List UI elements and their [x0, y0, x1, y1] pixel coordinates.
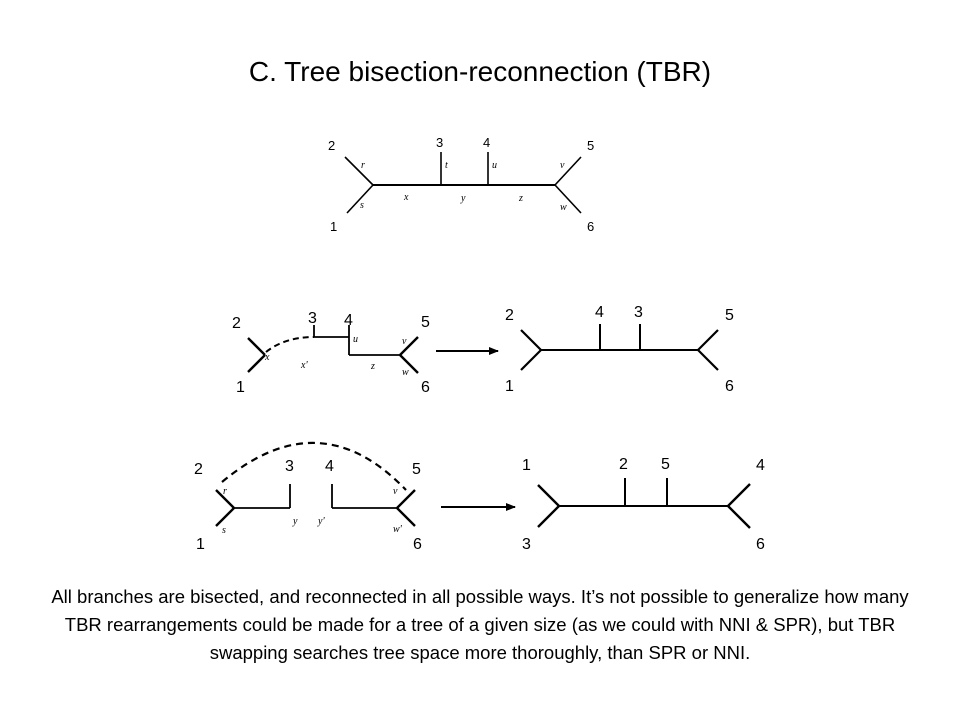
branch-label: z [370, 361, 375, 372]
branch-label: x' [300, 360, 308, 371]
tip-label: 2 [328, 138, 335, 153]
branch-label: u [353, 334, 358, 345]
tip-label: 3 [522, 536, 531, 553]
branch-label: y [292, 516, 298, 527]
tip-label: 2 [619, 456, 628, 473]
branch-line-1 [520, 349, 542, 371]
branch-label: x [264, 352, 270, 363]
move1-left-labels: 2 1 3 4 5 6 x u v x' z w [232, 310, 430, 396]
move2-bisected-tree [215, 441, 416, 527]
branch-label: t [445, 160, 448, 171]
move2-right-labels: 1 2 5 4 3 6 [522, 456, 765, 553]
move1-result-tree [520, 324, 719, 371]
branch-line-v [399, 336, 419, 356]
tip-label: 4 [325, 458, 334, 475]
tip-label: 6 [421, 379, 430, 396]
branch-line-5 [697, 329, 719, 351]
move2-left-labels: 2 3 4 5 1 6 r v s y y' w' [194, 458, 422, 553]
branch-line-left-up [247, 337, 266, 356]
branch-label: r [223, 486, 227, 497]
tip-label: 2 [505, 307, 514, 324]
branch-line-s [346, 184, 374, 214]
branch-line-2 [520, 329, 542, 351]
tip-label: 4 [344, 312, 353, 329]
tip-label: 2 [232, 315, 241, 332]
branch-line-6 [697, 349, 719, 371]
branch-label: r [361, 160, 365, 171]
branch-line-w [399, 354, 419, 374]
move2-result-tree [537, 478, 751, 529]
branch-line-left-down [247, 354, 266, 373]
branch-line-6 [396, 507, 416, 527]
branch-line-6 [727, 505, 751, 529]
tip-label: 5 [421, 314, 430, 331]
tip-label: 4 [756, 457, 765, 474]
branch-line-v [554, 156, 582, 186]
tip-label: 6 [413, 536, 422, 553]
slide-title: C. Tree bisection-reconnection (TBR) [248, 56, 712, 87]
branch-label: z [518, 193, 523, 204]
branch-line-2 [215, 489, 235, 509]
reconnection-dashed-curve [221, 441, 407, 491]
branch-label: y [460, 193, 466, 204]
branch-label: v [402, 336, 407, 347]
move1-bisected-tree [247, 325, 419, 374]
tip-label: 4 [595, 304, 604, 321]
caption-text: All branches are bisected, and reconnect… [51, 586, 909, 663]
tip-label: 1 [330, 219, 337, 234]
tip-label: 3 [308, 310, 317, 327]
branch-line-r [344, 156, 374, 186]
move1-right-labels: 2 4 3 5 1 6 [505, 304, 734, 395]
tip-label: 6 [587, 219, 594, 234]
tip-label: 5 [587, 138, 594, 153]
tip-label: 2 [194, 461, 203, 478]
branch-label: v [560, 160, 565, 171]
branch-label: s [360, 200, 364, 211]
branch-line-5 [396, 489, 416, 509]
branch-line-1 [215, 507, 235, 527]
branch-line-4 [727, 483, 751, 507]
tip-label: 6 [756, 536, 765, 553]
tip-label: 1 [505, 378, 514, 395]
tip-label: 1 [196, 536, 205, 553]
branch-line-3 [537, 505, 560, 528]
tip-label: 5 [725, 307, 734, 324]
branch-label: y' [317, 516, 325, 527]
branch-line-w [554, 184, 582, 214]
tip-label: 3 [634, 304, 643, 321]
branch-label: x [403, 192, 409, 203]
tip-label: 4 [483, 135, 490, 150]
tip-label: 3 [285, 458, 294, 475]
branch-label: s [222, 525, 226, 536]
branch-label: v [393, 486, 398, 497]
tip-label: 5 [661, 456, 670, 473]
tip-label: 1 [236, 379, 245, 396]
tree-original [344, 152, 582, 214]
tip-label: 5 [412, 461, 421, 478]
reconnection-dashed-curve [265, 336, 315, 353]
branch-label: w [402, 367, 409, 378]
tree-original-labels: 2 1 3 4 5 6 r s t u v w x y z [328, 135, 594, 234]
branch-line-1 [537, 484, 560, 507]
branch-label: w [560, 202, 567, 213]
tip-label: 3 [436, 135, 443, 150]
tip-label: 1 [522, 457, 531, 474]
branch-label: u [492, 160, 497, 171]
tip-label: 6 [725, 378, 734, 395]
branch-label: w' [393, 524, 403, 535]
